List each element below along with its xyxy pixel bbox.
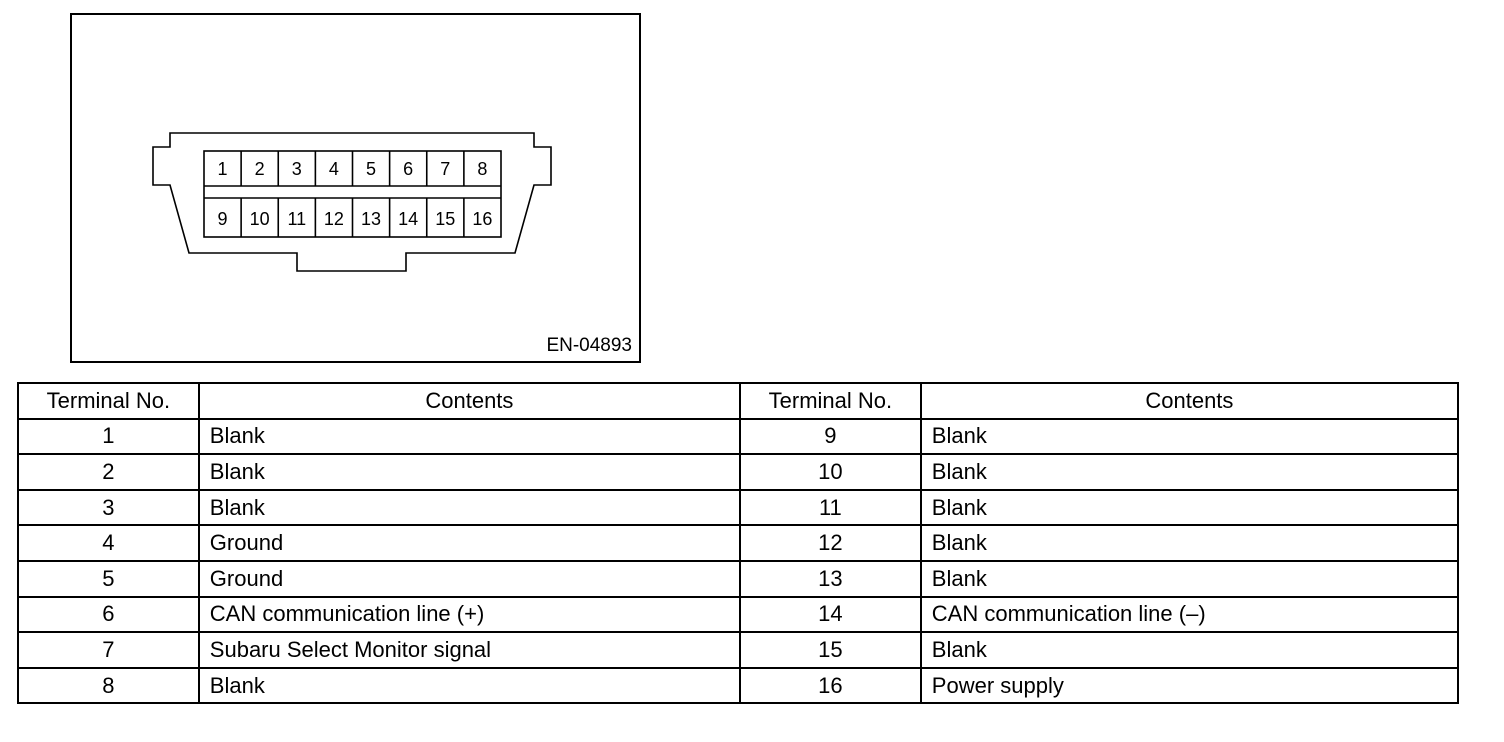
contents-cell: Blank [197,417,741,456]
pin-label: 5 [366,159,376,179]
table-row: 3 Blank 11 Blank [17,488,1460,527]
terminal-no-cell: 16 [738,666,922,705]
table-row: 6 CAN communication line (+) 14 CAN comm… [17,595,1460,634]
table-row: 4 Ground 12 Blank [17,524,1460,562]
pin-label: 16 [472,209,492,229]
pin-label: 2 [255,159,265,179]
terminal-no-cell: 13 [738,559,922,598]
contents-cell: CAN communication line (–) [919,595,1460,634]
terminal-no-cell: 6 [17,595,200,634]
terminal-no-cell: 5 [17,559,200,598]
contents-cell: Blank [919,488,1460,527]
pin-label: 9 [218,209,228,229]
pin-label: 14 [398,209,418,229]
terminal-no-cell: 2 [17,453,200,491]
pin-label: 15 [435,209,455,229]
contents-cell: Blank [197,666,741,705]
pin-label: 11 [287,209,306,229]
terminal-no-cell: 12 [738,524,922,562]
terminal-no-cell: 15 [738,631,922,669]
pin-label: 6 [403,159,413,179]
header-terminal-no: Terminal No. [17,382,200,420]
terminal-no-cell: 8 [17,666,200,705]
contents-cell: Blank [919,559,1460,598]
contents-cell: Blank [919,417,1460,456]
pin-label: 4 [329,159,339,179]
connector-outline [152,132,552,272]
pin-label: 7 [440,159,450,179]
figure-code: EN-04893 [546,335,632,356]
table-row: 1 Blank 9 Blank [17,417,1460,456]
pin-label: 12 [324,209,344,229]
terminal-no-cell: 9 [738,417,922,456]
table-header-row: Terminal No. Contents Terminal No. Conte… [17,382,1460,420]
terminal-no-cell: 10 [738,453,922,491]
contents-cell: Blank [919,524,1460,562]
pin-label: 8 [477,159,487,179]
table-row: 7 Subaru Select Monitor signal 15 Blank [17,631,1460,669]
table-row: 2 Blank 10 Blank [17,453,1460,491]
terminal-no-cell: 3 [17,488,200,527]
terminal-no-cell: 11 [738,488,922,527]
contents-cell: Blank [197,488,741,527]
terminal-table: Terminal No. Contents Terminal No. Conte… [17,382,1460,705]
contents-cell: Ground [197,559,741,598]
contents-cell: Ground [197,524,741,562]
terminal-no-cell: 4 [17,524,200,562]
contents-cell: Power supply [919,666,1460,705]
pin-label: 3 [292,159,302,179]
pin-label: 10 [250,209,270,229]
header-contents: Contents [197,382,741,420]
header-contents: Contents [919,382,1460,420]
pin-label: 1 [218,159,228,179]
terminal-no-cell: 7 [17,631,200,669]
contents-cell: Blank [197,453,741,491]
pin-label: 13 [361,209,381,229]
contents-cell: Blank [919,631,1460,669]
table-row: 8 Blank 16 Power supply [17,666,1460,705]
contents-cell: Blank [919,453,1460,491]
contents-cell: Subaru Select Monitor signal [197,631,741,669]
contents-cell: CAN communication line (+) [197,595,741,634]
terminal-no-cell: 14 [738,595,922,634]
terminal-no-cell: 1 [17,417,200,456]
table-row: 5 Ground 13 Blank [17,559,1460,598]
header-terminal-no: Terminal No. [738,382,922,420]
